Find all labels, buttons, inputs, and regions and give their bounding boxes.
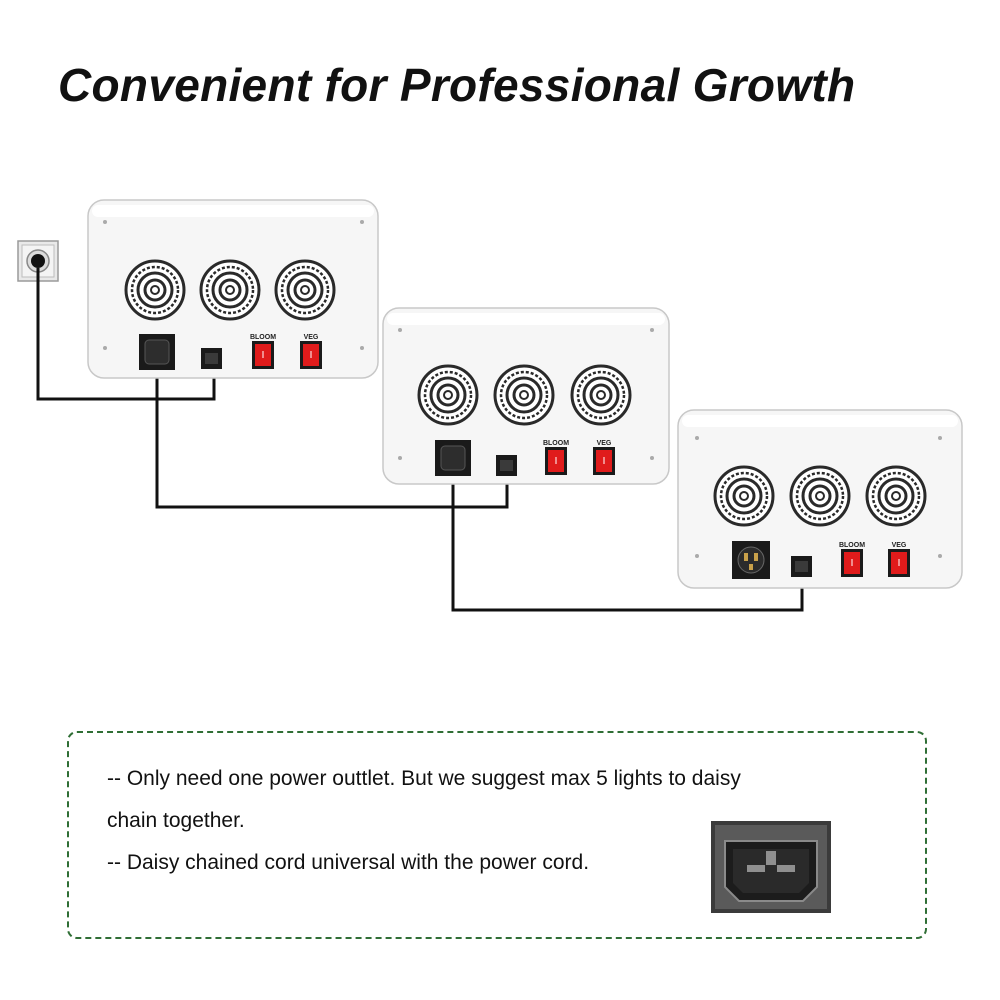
note-line-2: chain together.	[107, 809, 245, 832]
notes-panel: -- Only need one power outtlet. But we s…	[67, 731, 927, 939]
fan-icon	[493, 364, 555, 426]
veg-label: VEG	[304, 334, 319, 341]
power-cable	[36, 268, 804, 612]
power-outlet-icon	[791, 556, 812, 577]
fan-icon	[199, 259, 261, 321]
bloom-label: BLOOM	[839, 542, 865, 549]
veg-switch[interactable]	[592, 446, 616, 476]
fan-icon	[417, 364, 479, 426]
daisy-chain-diagram: BLOOM VEG BLOOM VEG	[17, 199, 963, 612]
bloom-switch[interactable]	[840, 548, 864, 578]
fan-icon	[713, 465, 775, 527]
note-line-1: -- Only need one power outtlet. But we s…	[107, 767, 741, 790]
power-inlet-icon	[138, 333, 176, 371]
universal-outlet-icon	[732, 541, 770, 579]
veg-label: VEG	[892, 542, 907, 549]
bloom-switch[interactable]	[544, 446, 568, 476]
grow-light-2: BLOOM VEG	[382, 307, 670, 485]
power-outlet-icon	[201, 348, 222, 369]
fan-icon	[789, 465, 851, 527]
veg-switch[interactable]	[887, 548, 911, 578]
fan-icon	[274, 259, 336, 321]
grow-light-3: BLOOM VEG	[677, 409, 963, 589]
iec-connector-icon	[711, 821, 831, 913]
veg-switch[interactable]	[299, 340, 323, 370]
bloom-label: BLOOM	[543, 440, 569, 447]
veg-label: VEG	[597, 440, 612, 447]
page-title: Convenient for Professional Growth	[58, 59, 856, 111]
bloom-label: BLOOM	[250, 334, 276, 341]
wall-socket-icon	[17, 240, 59, 282]
note-line-3: -- Daisy chained cord universal with the…	[107, 851, 590, 874]
fan-icon	[124, 259, 186, 321]
power-inlet-icon	[434, 439, 472, 477]
fan-icon	[570, 364, 632, 426]
power-outlet-icon	[496, 455, 517, 476]
fan-icon	[865, 465, 927, 527]
bloom-switch[interactable]	[251, 340, 275, 370]
grow-light-1: BLOOM VEG	[87, 199, 379, 379]
